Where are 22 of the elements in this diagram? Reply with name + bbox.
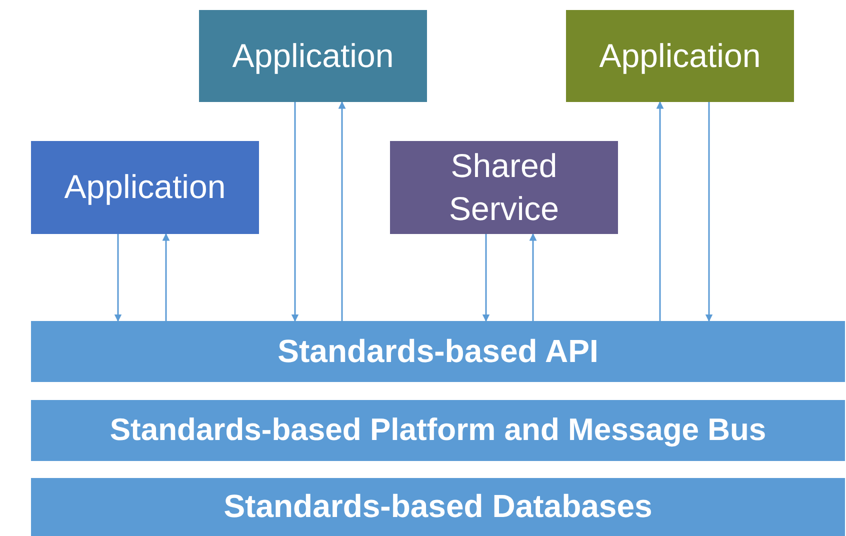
layer-bar [31, 321, 845, 382]
component-label: Application [232, 36, 394, 76]
layer-bar [31, 478, 845, 536]
layer-label: Standards-based Platform and Message Bus [110, 411, 766, 450]
arrow [338, 101, 346, 321]
component-label: Shared Service [448, 146, 560, 228]
layer-label: Standards-based Databases [224, 487, 652, 526]
arrow [162, 233, 170, 321]
arrow [291, 102, 299, 322]
layer-label: Standards-based API [278, 332, 598, 371]
arrow [529, 233, 537, 321]
component-label: Application [64, 167, 226, 208]
component-box [199, 10, 427, 102]
component-box [31, 141, 259, 234]
arrow [705, 102, 713, 322]
arrow [656, 101, 664, 321]
layer-bar [31, 400, 845, 461]
component-label: Application [599, 36, 761, 76]
arrow [114, 234, 122, 322]
component-box [566, 10, 794, 102]
component-box [390, 141, 618, 234]
arrow [482, 234, 490, 322]
